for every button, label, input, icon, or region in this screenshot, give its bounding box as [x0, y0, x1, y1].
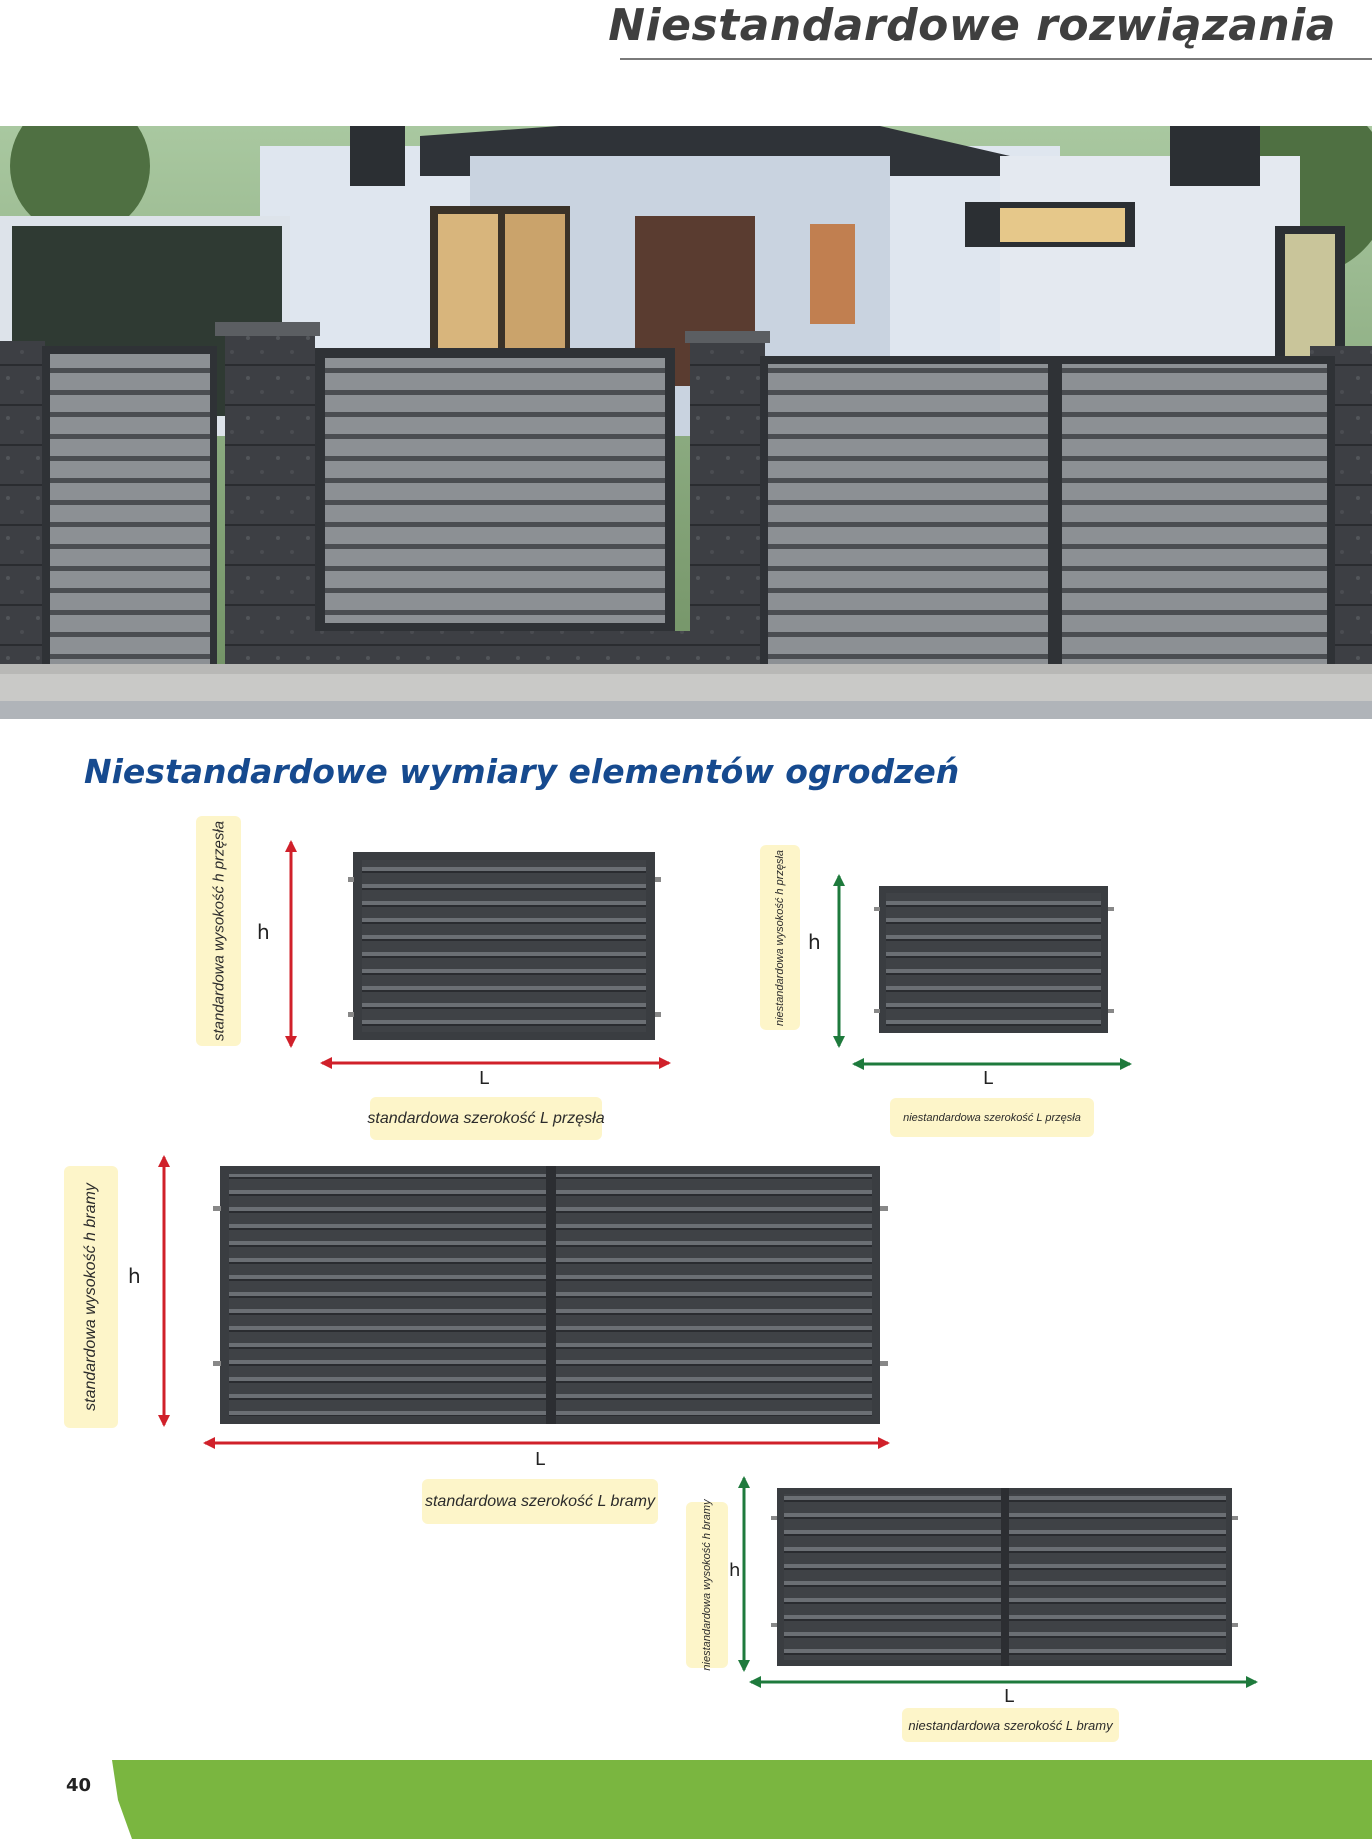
std-gate-graphic	[213, 1166, 888, 1424]
page-title: Niestandardowe rozwiązania	[608, 0, 1336, 51]
nonstd-gate-height-label: niestandardowa wysokość h bramy	[686, 1499, 728, 1671]
footer-band	[112, 1760, 1372, 1839]
nonstd-gate-h-symbol: h	[729, 1560, 741, 1581]
nonstd-gate-l-symbol: L	[1004, 1686, 1015, 1707]
nonstd-panel-l-symbol: L	[983, 1068, 994, 1089]
std-panel-height-label: standardowa wysokość h przęsła	[196, 816, 241, 1046]
nonstd-panel-width-label: niestandardowa szerokość L przęsła	[890, 1098, 1094, 1137]
std-panel-l-symbol: L	[479, 1068, 490, 1089]
std-gate-height-label: standardowa wysokość h bramy	[64, 1166, 118, 1428]
section-heading: Niestandardowe wymiary elementów ogrodze…	[84, 752, 960, 791]
title-rule	[620, 58, 1372, 60]
std-panel-width-label: standardowa szerokość L przęsła	[367, 1097, 605, 1140]
std-panel-h-symbol: h	[257, 920, 270, 944]
std-gate-l-symbol: L	[535, 1449, 546, 1470]
nonstd-panel-height-label: niestandardowa wysokość h przęsła	[760, 845, 800, 1030]
std-gate-width-label: standardowa szerokość L bramy	[422, 1479, 658, 1524]
std-panel-graphic	[348, 852, 661, 1040]
nonstd-panel-h-symbol: h	[808, 930, 821, 954]
nonstd-gate-width-label: niestandardowa szerokość L bramy	[902, 1708, 1119, 1742]
nonstd-gate-graphic	[771, 1488, 1238, 1666]
nonstd-panel-graphic	[874, 886, 1114, 1033]
page-number: 40	[66, 1775, 92, 1796]
hero-photo	[0, 126, 1372, 719]
std-gate-h-symbol: h	[128, 1264, 141, 1288]
